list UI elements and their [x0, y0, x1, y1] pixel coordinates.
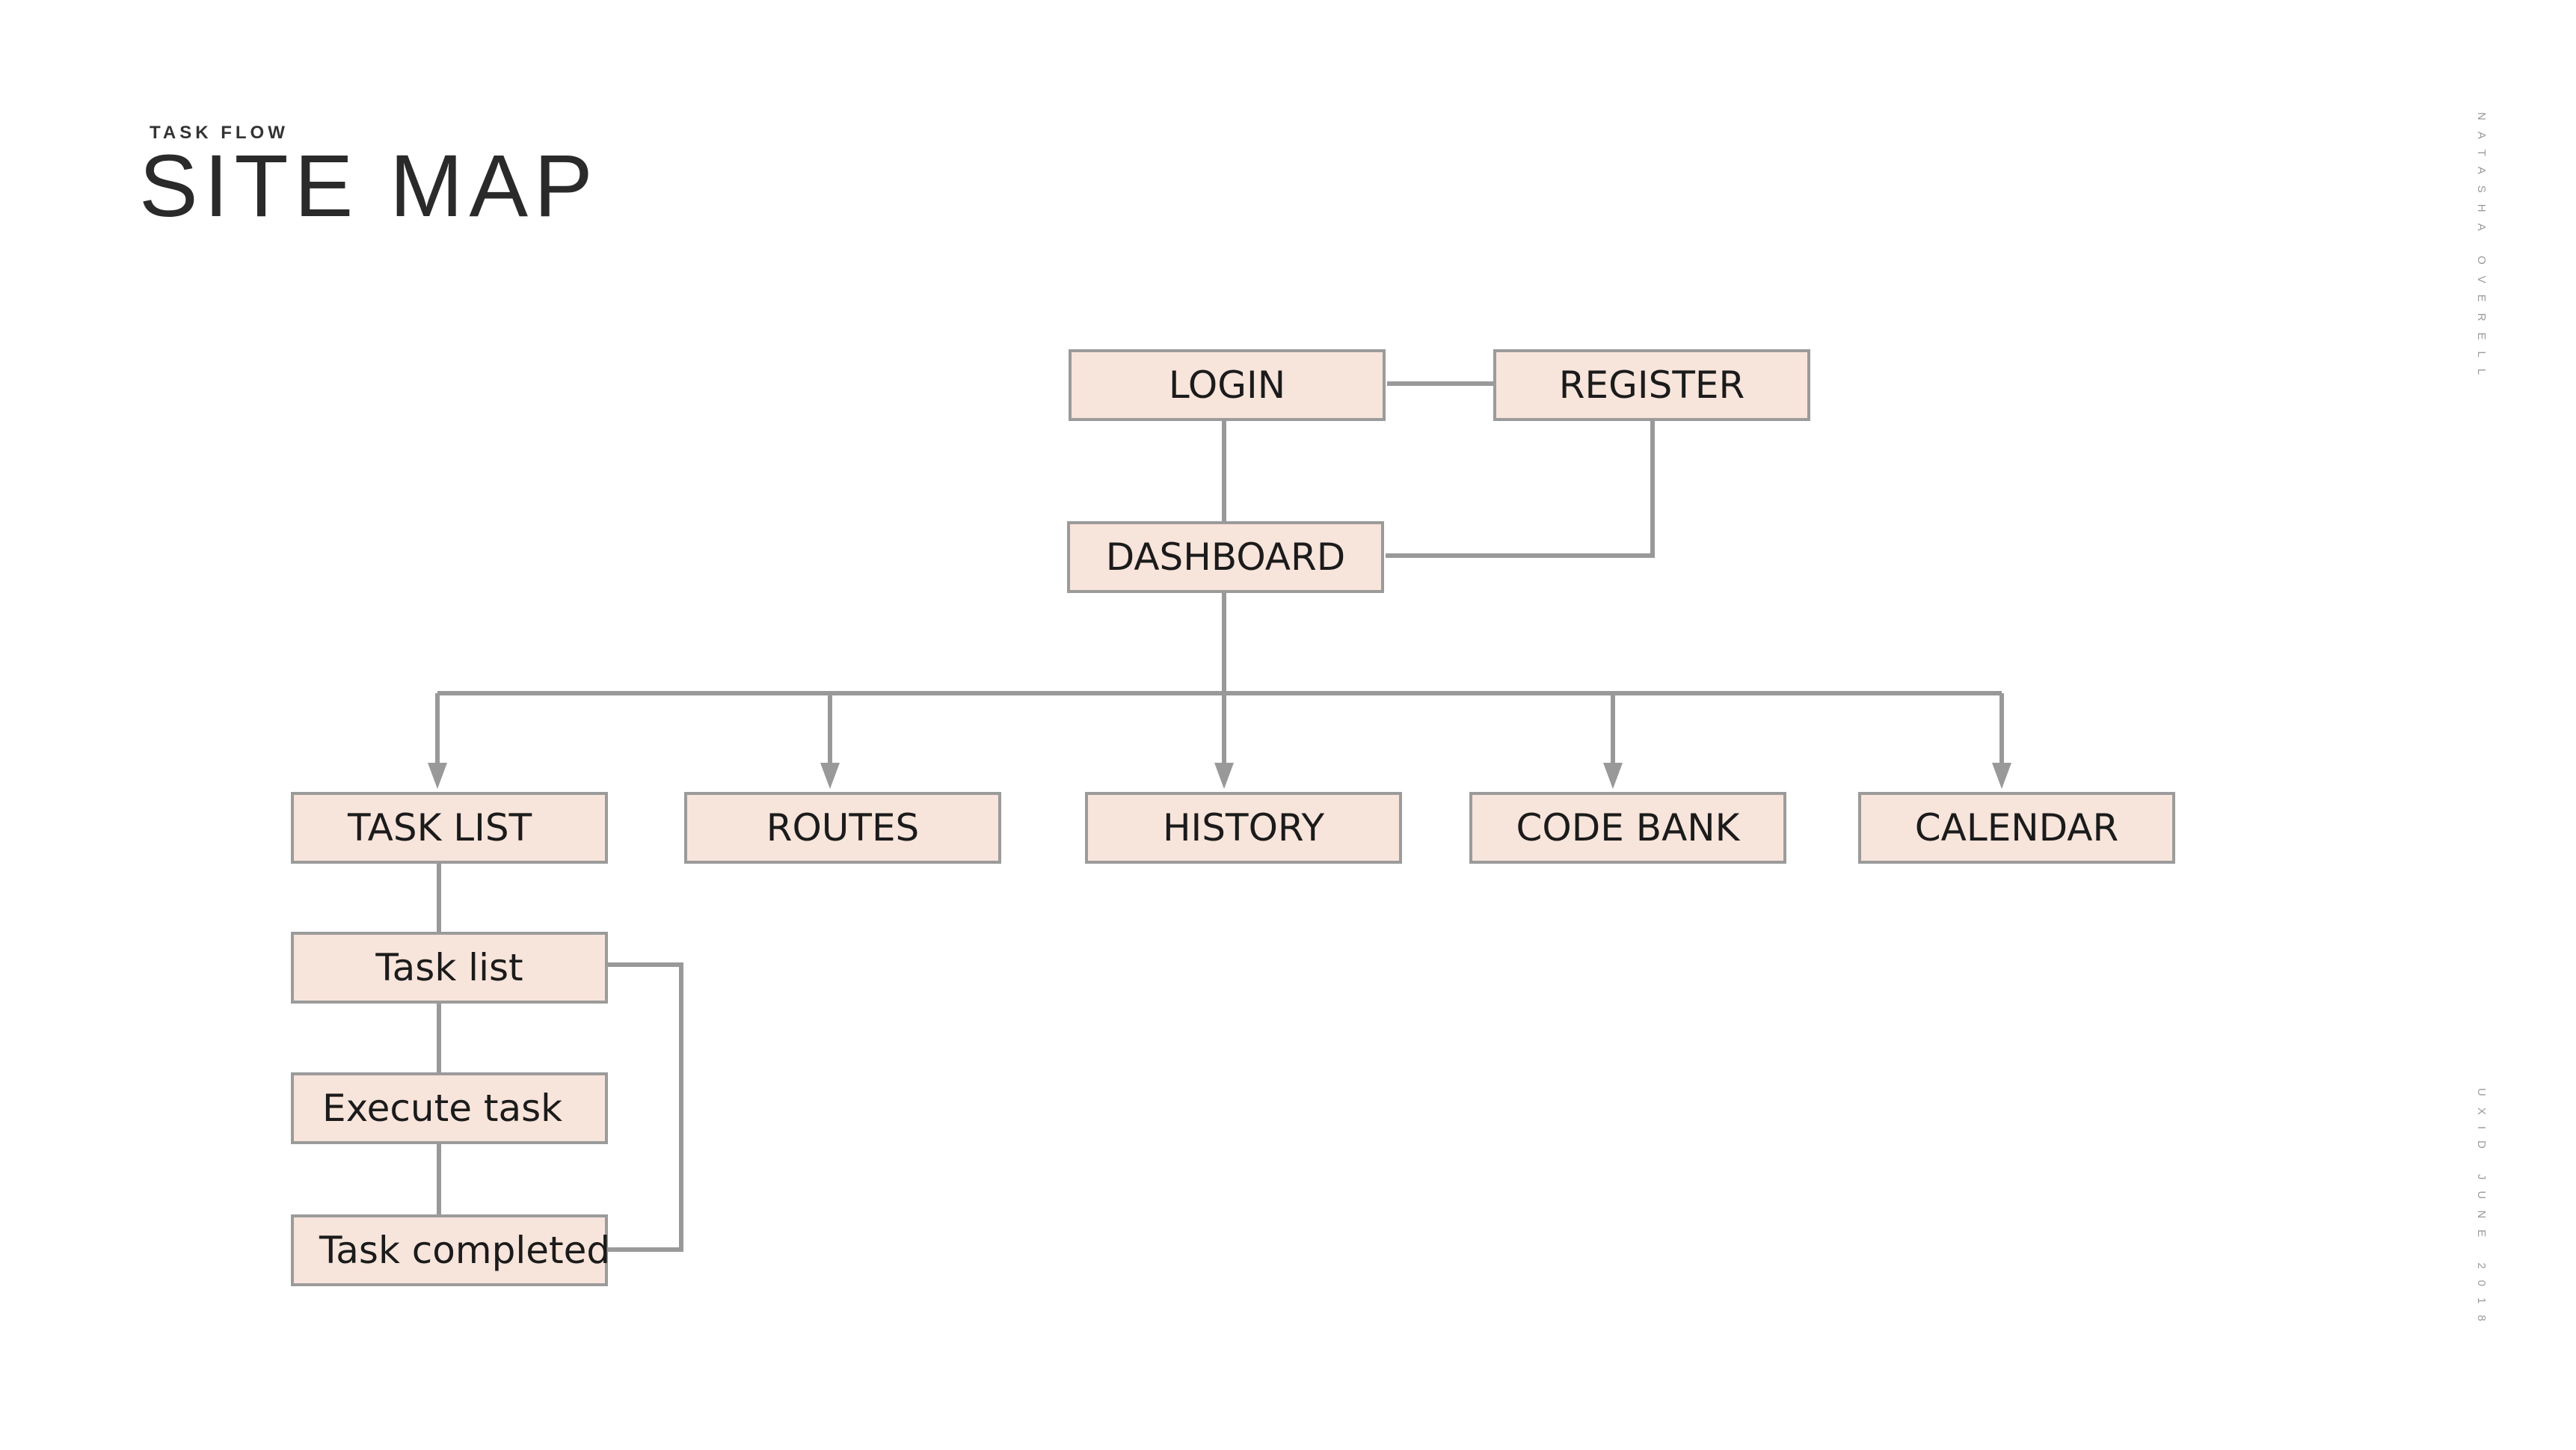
arrowhead-history	[1214, 763, 1234, 789]
arrowhead-routes	[820, 763, 840, 789]
arrowhead-code-bank	[1603, 763, 1623, 789]
author-side-label: NATASHA OVERELL	[2475, 112, 2488, 387]
node-execute-task-label: Execute task	[322, 1087, 563, 1130]
node-register-label: REGISTER	[1558, 363, 1745, 407]
node-history[interactable]: HISTORY	[1085, 792, 1402, 864]
node-task-completed[interactable]: Task completed	[291, 1214, 611, 1286]
node-task-list-label: TASK LIST	[348, 806, 532, 850]
node-history-label: HISTORY	[1162, 806, 1325, 850]
node-code-bank[interactable]: CODE BANK	[1469, 792, 1786, 864]
section-eyebrow: TASK FLOW	[150, 123, 289, 143]
node-execute-task[interactable]: Execute task	[291, 1072, 608, 1144]
node-login-label: LOGIN	[1168, 363, 1286, 407]
node-task-list-sub[interactable]: Task list	[291, 932, 608, 1004]
node-routes[interactable]: ROUTES	[684, 792, 1001, 864]
connector-register-dashboard	[1386, 420, 1655, 558]
arrowhead-calendar	[1992, 763, 2011, 789]
node-code-bank-label: CODE BANK	[1516, 806, 1740, 850]
arrowhead-task-list	[428, 763, 447, 789]
node-task-completed-label: Task completed	[319, 1229, 611, 1272]
date-side-label: UXID JUNE 2018	[2475, 1088, 2488, 1333]
node-calendar[interactable]: CALENDAR	[1858, 792, 2175, 864]
node-dashboard-label: DASHBOARD	[1105, 535, 1346, 579]
node-login[interactable]: LOGIN	[1069, 349, 1386, 421]
page-title: SITE MAP	[139, 137, 599, 236]
node-routes-label: ROUTES	[766, 806, 920, 850]
node-task-list-sub-label: Task list	[375, 946, 523, 989]
node-calendar-label: CALENDAR	[1914, 806, 2119, 850]
connector-completed-loop	[608, 962, 683, 1252]
node-register[interactable]: REGISTER	[1493, 349, 1810, 421]
node-task-list[interactable]: TASK LIST	[291, 792, 608, 864]
node-dashboard[interactable]: DASHBOARD	[1067, 521, 1384, 593]
